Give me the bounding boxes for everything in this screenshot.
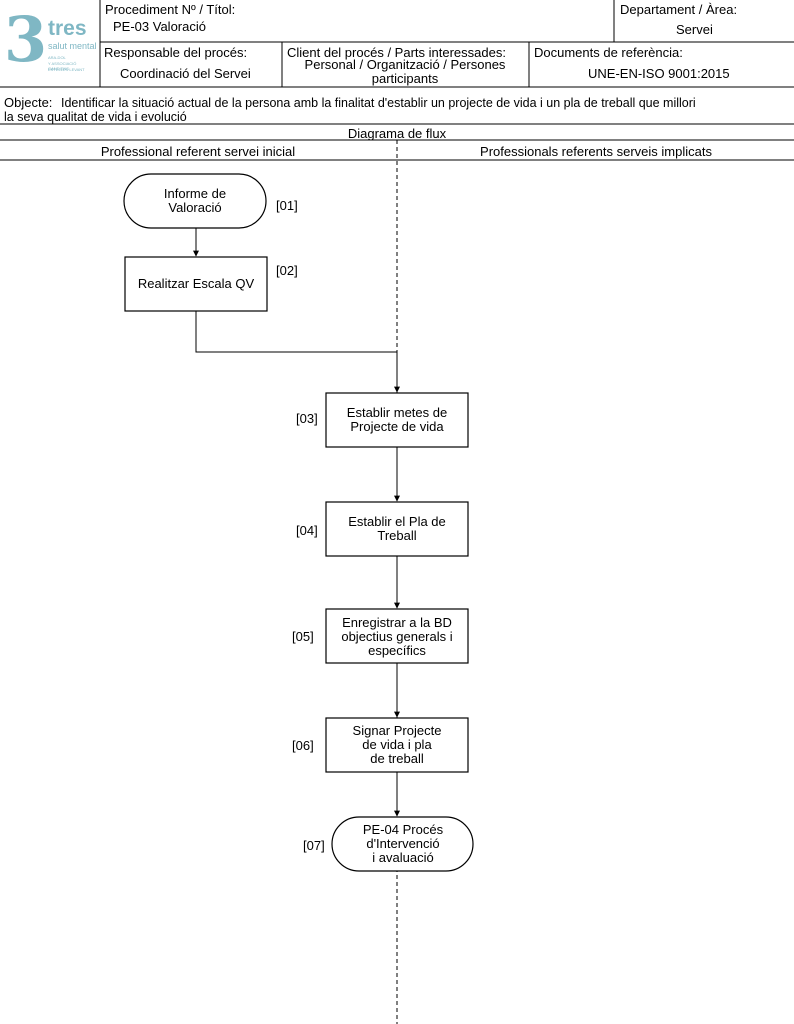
node-05-line: objectius generals i xyxy=(341,629,452,644)
logo-word: tres xyxy=(48,17,87,40)
node-06-line: de treball xyxy=(370,751,424,766)
node-03-line: Establir metes de xyxy=(347,405,447,420)
header-grid xyxy=(0,0,794,161)
logo-small-line: ESTELLES LEVANT xyxy=(48,67,85,72)
connectors xyxy=(193,228,400,817)
node-02-id: [02] xyxy=(276,263,298,278)
node-02 xyxy=(124,256,268,312)
lane-right-header: Professionals referents serveis implicat… xyxy=(480,144,712,159)
node-06 xyxy=(325,717,469,773)
logo-small-line: ARA-DOL xyxy=(48,55,66,60)
procediment-label: Procediment Nº / Títol: xyxy=(105,2,236,17)
node-07-id: [07] xyxy=(303,838,325,853)
node-01 xyxy=(123,173,267,229)
departament-label: Departament / Àrea: xyxy=(620,2,738,17)
logo: 3 tres salut mental ARA-DOL Y ASSOCIACIÓ… xyxy=(2,8,98,78)
documents-label: Documents de referència: xyxy=(534,45,683,60)
node-04-id: [04] xyxy=(296,523,318,538)
client-value-line1: Personal / Organització / Persones xyxy=(304,57,506,72)
node-05-id: [05] xyxy=(292,629,314,644)
node-03-id: [03] xyxy=(296,411,318,426)
logo-small-line: Y ASSOCIACIÓ GANDIENS xyxy=(48,61,77,71)
node-01-id: [01] xyxy=(276,198,298,213)
node-05 xyxy=(325,608,469,664)
node-07-line: i avaluació xyxy=(372,850,433,865)
node-01-line: Informe de xyxy=(164,186,226,201)
node-04-line: Treball xyxy=(377,528,416,543)
node-06-line: Signar Projecte xyxy=(353,723,442,738)
objecte-text-line1: Identificar la situació actual de la per… xyxy=(61,96,696,110)
procediment-value: PE-03 Valoració xyxy=(113,19,206,34)
responsable-value: Coordinació del Servei xyxy=(120,66,251,81)
client-value-line2: participants xyxy=(371,71,439,86)
node-03-line: Projecte de vida xyxy=(350,419,444,434)
node-07-line: d'Intervenció xyxy=(366,836,439,851)
objecte-text-line2: la seva qualitat de vida i evolució xyxy=(4,110,187,124)
connector-02-03 xyxy=(195,311,400,393)
client-label: Client del procés / Parts interessades: xyxy=(287,45,506,60)
node-04 xyxy=(325,501,469,557)
node-07 xyxy=(331,816,474,872)
responsable-label: Responsable del procés: xyxy=(104,45,248,60)
node-05-line: específics xyxy=(368,643,426,658)
node-03 xyxy=(325,392,469,448)
node-06-id: [06] xyxy=(292,738,314,753)
node-01-line: Valoració xyxy=(168,200,221,215)
lane-left-header: Professional referent servei inicial xyxy=(100,144,296,159)
objecte-label: Objecte: xyxy=(4,95,53,110)
node-05-line: Enregistrar a la BD xyxy=(342,615,452,630)
diagram-title: Diagrama de flux xyxy=(347,126,447,141)
departament-value: Servei xyxy=(676,22,713,37)
node-07-line: PE-04 Procés xyxy=(363,822,444,837)
node-06-line: de vida i pla xyxy=(362,737,432,752)
node-04-line: Establir el Pla de xyxy=(348,514,446,529)
documents-value: UNE-EN-ISO 9001:2015 xyxy=(588,66,730,81)
logo-number: 3 xyxy=(4,3,48,76)
logo-tagline: salut mental xyxy=(48,41,97,51)
node-02-line: Realitzar Escala QV xyxy=(138,276,255,291)
